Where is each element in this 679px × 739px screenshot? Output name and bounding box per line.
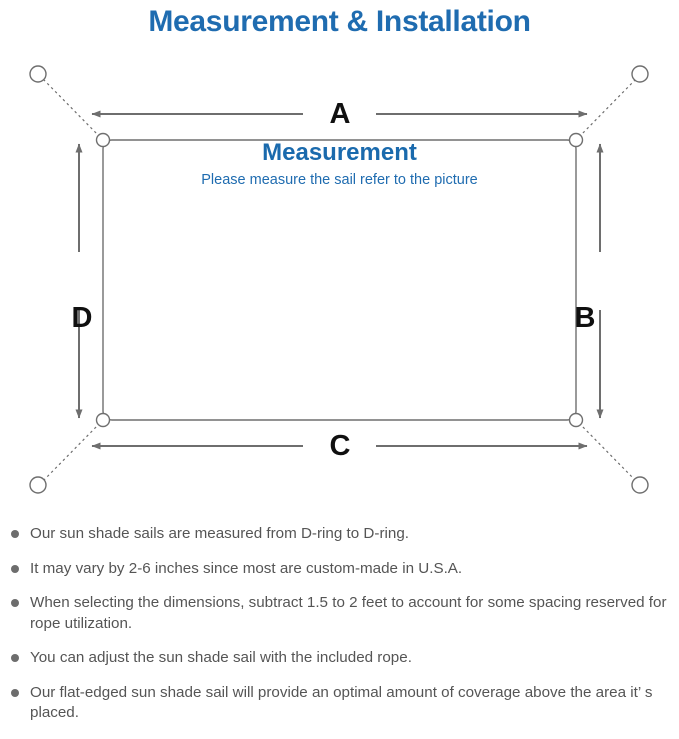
bullet-icon	[11, 688, 19, 697]
dimension-label-d: D	[71, 302, 93, 334]
anchor-point-top-right	[631, 65, 649, 83]
d-ring-top-left	[95, 132, 111, 148]
anchor-point-top-left	[29, 65, 47, 83]
list-item: You can adjust the sun shade sail with t…	[0, 648, 679, 669]
rope-line-bottom-right	[578, 422, 638, 483]
list-item: When selecting the dimensions, subtract …	[0, 593, 679, 634]
note-text: Our sun shade sails are measured from D-…	[30, 525, 409, 542]
anchor-point-bottom-left	[29, 476, 47, 494]
diagram-canvas	[29, 65, 649, 494]
d-ring-top-right	[568, 132, 584, 148]
sail-rectangle	[102, 139, 577, 421]
list-item: It may vary by 2-6 inches since most are…	[0, 559, 679, 580]
bullet-icon	[11, 530, 19, 538]
note-text: You can adjust the sun shade sail with t…	[30, 649, 412, 667]
note-text: When selecting the dimensions, subtract …	[30, 594, 667, 632]
note-text: Our flat-edged sun shade sail will provi…	[30, 683, 653, 722]
dimension-label-b: B	[574, 302, 596, 334]
list-item: Our flat-edged sun shade sail will provi…	[0, 683, 679, 724]
rope-line-bottom-left	[41, 422, 101, 483]
bullet-icon	[11, 599, 19, 608]
rope-line-top-right	[578, 77, 638, 138]
measurement-diagram: A B C D Measurement Please measure the s…	[0, 44, 679, 520]
notes-list: Our sun shade sails are measured from D-…	[0, 524, 679, 738]
note-text: It may vary by 2-6 inches since most are…	[30, 559, 463, 577]
bullet-icon	[11, 654, 19, 663]
dimension-label-c: C	[329, 430, 351, 462]
list-item: Our sun shade sails are measured from D-…	[0, 524, 679, 545]
dimension-label-a: A	[329, 98, 351, 130]
page-title: Measurement & Installation	[148, 5, 531, 38]
d-ring-bottom-left	[95, 412, 111, 428]
d-ring-bottom-right	[568, 412, 584, 428]
bullet-icon	[11, 564, 19, 573]
rope-line-top-left	[41, 77, 101, 138]
anchor-point-bottom-right	[631, 476, 649, 494]
